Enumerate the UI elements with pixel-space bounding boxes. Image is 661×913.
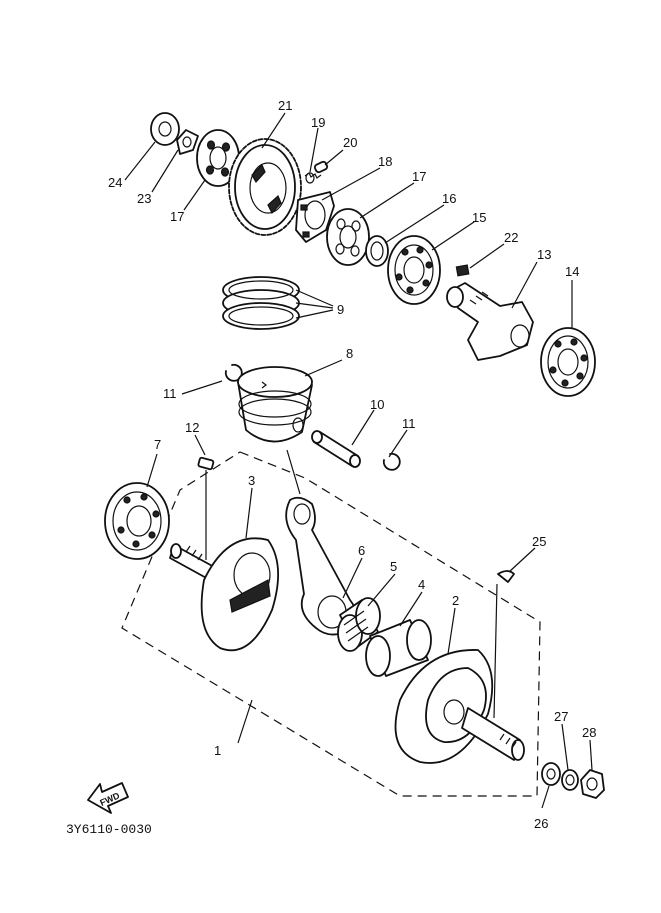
callout-27: 27 — [554, 709, 568, 724]
callout-17-lower: 17 — [412, 169, 426, 184]
part-13-balancer-shaft — [446, 282, 534, 361]
callout-5: 5 — [390, 559, 397, 574]
callout-3: 3 — [248, 473, 255, 488]
callout-2: 2 — [452, 593, 459, 608]
callout-21: 21 — [278, 98, 292, 113]
part-17-plate-lower — [326, 208, 370, 266]
part-11-circlip-right — [382, 452, 401, 471]
part-5-needle-bearing — [337, 597, 381, 652]
callout-22: 22 — [504, 230, 518, 245]
part-23-lock-washer — [176, 129, 199, 155]
callout-1: 1 — [214, 743, 221, 758]
leader-lines — [124, 112, 593, 809]
part-2-crank-right — [394, 649, 525, 764]
callout-19: 19 — [311, 115, 325, 130]
part-25-key — [497, 570, 515, 583]
part-9-piston-rings — [222, 276, 300, 330]
callout-18: 18 — [378, 154, 392, 169]
part-26-washer — [541, 762, 561, 786]
callout-24: 24 — [108, 175, 122, 190]
callout-14: 14 — [565, 264, 579, 279]
part-18-governor-cam — [295, 191, 335, 243]
fwd-arrow-icon: FWD — [87, 782, 129, 814]
callout-10: 10 — [370, 397, 384, 412]
callout-28: 28 — [582, 725, 596, 740]
crankshaft-assembly-outline — [121, 451, 541, 797]
callout-15: 15 — [472, 210, 486, 225]
callout-25: 25 — [532, 534, 546, 549]
callout-16: 16 — [442, 191, 456, 206]
part-15-bearing — [387, 235, 441, 305]
callout-9: 9 — [337, 302, 344, 317]
callout-17-upper: 17 — [170, 209, 184, 224]
callout-11-right: 11 — [402, 416, 416, 431]
part-19-spring — [304, 172, 322, 184]
part-8-piston — [237, 366, 313, 443]
callout-4: 4 — [418, 577, 425, 592]
callout-20: 20 — [343, 135, 357, 150]
callout-26: 26 — [534, 816, 548, 831]
part-3-crank-left — [169, 537, 280, 652]
callout-13: 13 — [537, 247, 551, 262]
part-12-key — [197, 456, 215, 471]
callout-labels: 24 23 17 21 19 20 18 17 16 15 22 13 14 9… — [108, 98, 596, 831]
callout-23: 23 — [137, 191, 151, 206]
part-28-nut — [580, 769, 605, 799]
part-20-pin — [313, 160, 329, 174]
callout-11-left: 11 — [163, 386, 177, 401]
part-21-gear — [228, 138, 302, 236]
part-16-washer — [365, 235, 389, 267]
diagram-code: 3Y6110-0030 — [66, 822, 152, 837]
callout-6: 6 — [358, 543, 365, 558]
callout-12: 12 — [185, 420, 199, 435]
part-27-lock-washer — [561, 769, 579, 791]
part-10-piston-pin — [311, 430, 361, 468]
part-14-bearing — [540, 327, 596, 397]
part-7-bearing — [104, 482, 170, 560]
callout-8: 8 — [346, 346, 353, 361]
part-24-nut — [150, 112, 180, 146]
part-4-crank-pin — [365, 619, 432, 677]
callout-7: 7 — [154, 437, 161, 452]
part-22-key — [455, 264, 470, 277]
